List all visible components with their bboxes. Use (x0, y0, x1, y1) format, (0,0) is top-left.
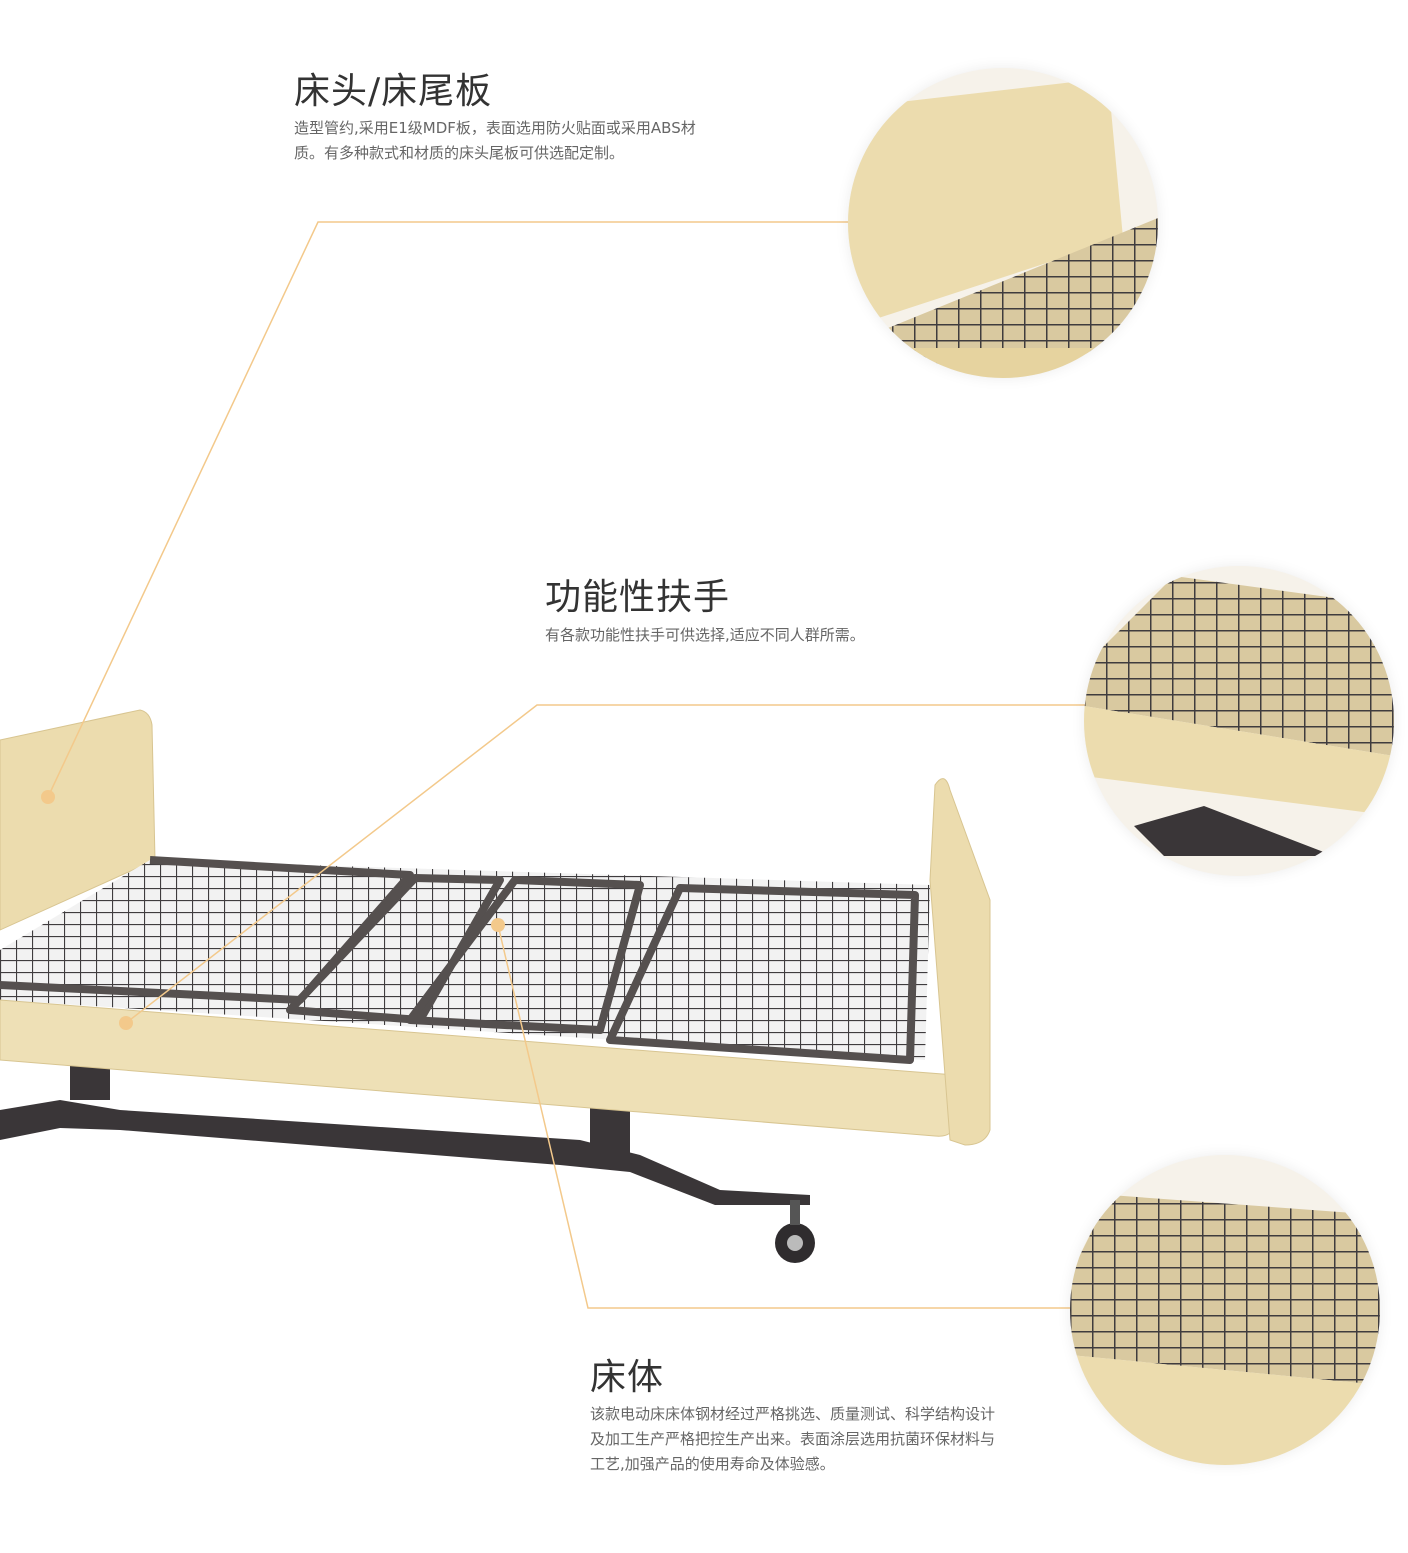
footboard (929, 778, 991, 1146)
detail-image-headboard (848, 68, 1158, 378)
desc-line: 该款电动床床体钢材经过严格挑选、质量测试、科学结构设计 (590, 1405, 996, 1423)
hotspot-dot (491, 918, 505, 932)
desc-line: 及加工生产严格把控生产出来。表面涂层选用抗菌环保材料与 (590, 1430, 996, 1448)
section-desc-rail: 有各款功能性扶手可供选择,适应不同人群所需。 (545, 623, 865, 648)
bed-base-frame (0, 1100, 810, 1205)
leader-lines (47, 221, 1085, 1309)
hotspot-dot (119, 1016, 133, 1030)
hotspot-dot (41, 790, 55, 804)
desc-line: 造型管约,采用E1级MDF板，表面选用防火贴面或采用ABS材 (294, 119, 696, 137)
headboard (0, 709, 156, 931)
section-title-body: 床体 (590, 1357, 665, 1398)
section-desc-body: 该款电动床床体钢材经过严格挑选、质量测试、科学结构设计 及加工生产严格把控生产出… (590, 1402, 995, 1477)
section-title-headboard: 床头/床尾板 (294, 71, 493, 112)
section-desc-headboard: 造型管约,采用E1级MDF板，表面选用防火贴面或采用ABS材 质。有多种款式和材… (294, 116, 696, 166)
desc-line: 工艺,加强产品的使用寿命及体验感。 (590, 1455, 835, 1473)
detail-image-body (1070, 1155, 1380, 1465)
leader-line-headboard (47, 221, 850, 798)
mattress-grid (0, 860, 930, 1060)
bed-leg (590, 1108, 630, 1158)
section-title-rail: 功能性扶手 (545, 577, 731, 618)
leader-line-body (497, 924, 1070, 1309)
detail-image-rail (1084, 566, 1394, 876)
desc-line: 有各款功能性扶手可供选择,适应不同人群所需。 (545, 626, 865, 644)
desc-line: 质。有多种款式和材质的床头尾板可供选配定制。 (294, 144, 625, 162)
leader-line-rail (125, 704, 1085, 1024)
